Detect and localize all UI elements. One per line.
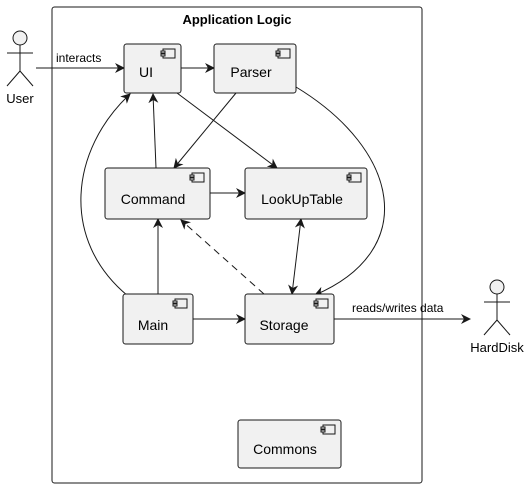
component-storage-label: Storage [259, 317, 308, 333]
edge-label-reads-writes: reads/writes data [352, 301, 444, 315]
edge-label-interacts: interacts [56, 51, 101, 65]
component-commons-label: Commons [253, 441, 317, 457]
user-actor: User [6, 30, 34, 106]
component-icon [160, 48, 176, 59]
edge-ui-lookuptable [176, 92, 278, 169]
component-ui-label: UI [139, 64, 153, 80]
edge-lookuptable-storage [288, 218, 305, 295]
harddisk-actor: HardDisk [470, 279, 524, 355]
component-icon [320, 424, 336, 435]
component-ui: UI [123, 43, 182, 94]
application-logic-package: Application Logic [51, 6, 423, 484]
package-title: Application Logic [182, 12, 291, 27]
component-command: Command [104, 167, 211, 220]
component-icon [189, 172, 205, 183]
component-commons: Commons [237, 419, 342, 469]
component-main-label: Main [138, 317, 168, 333]
component-icon [275, 48, 291, 59]
edges [36, 63, 471, 324]
component-lookuptable: LookUpTable [244, 167, 368, 220]
edge-storage-command-dashed [180, 219, 265, 295]
edge-command-ui [148, 93, 159, 169]
user-stick-figure-icon [6, 30, 34, 87]
component-lookuptable-label: LookUpTable [261, 191, 343, 207]
component-storage: Storage [244, 293, 335, 345]
component-parser-label: Parser [230, 64, 272, 80]
component-icon [172, 298, 188, 309]
component-icon [313, 298, 329, 309]
edge-main-ui [80, 93, 131, 297]
user-label: User [6, 91, 34, 106]
component-parser: Parser [213, 43, 297, 94]
component-command-label: Command [121, 191, 186, 207]
component-icon [346, 172, 362, 183]
component-main: Main [122, 293, 194, 345]
harddisk-stick-figure-icon [483, 279, 511, 336]
edge-parser-command [173, 92, 237, 169]
harddisk-label: HardDisk [470, 340, 524, 355]
edge-parser-storage [295, 86, 385, 297]
